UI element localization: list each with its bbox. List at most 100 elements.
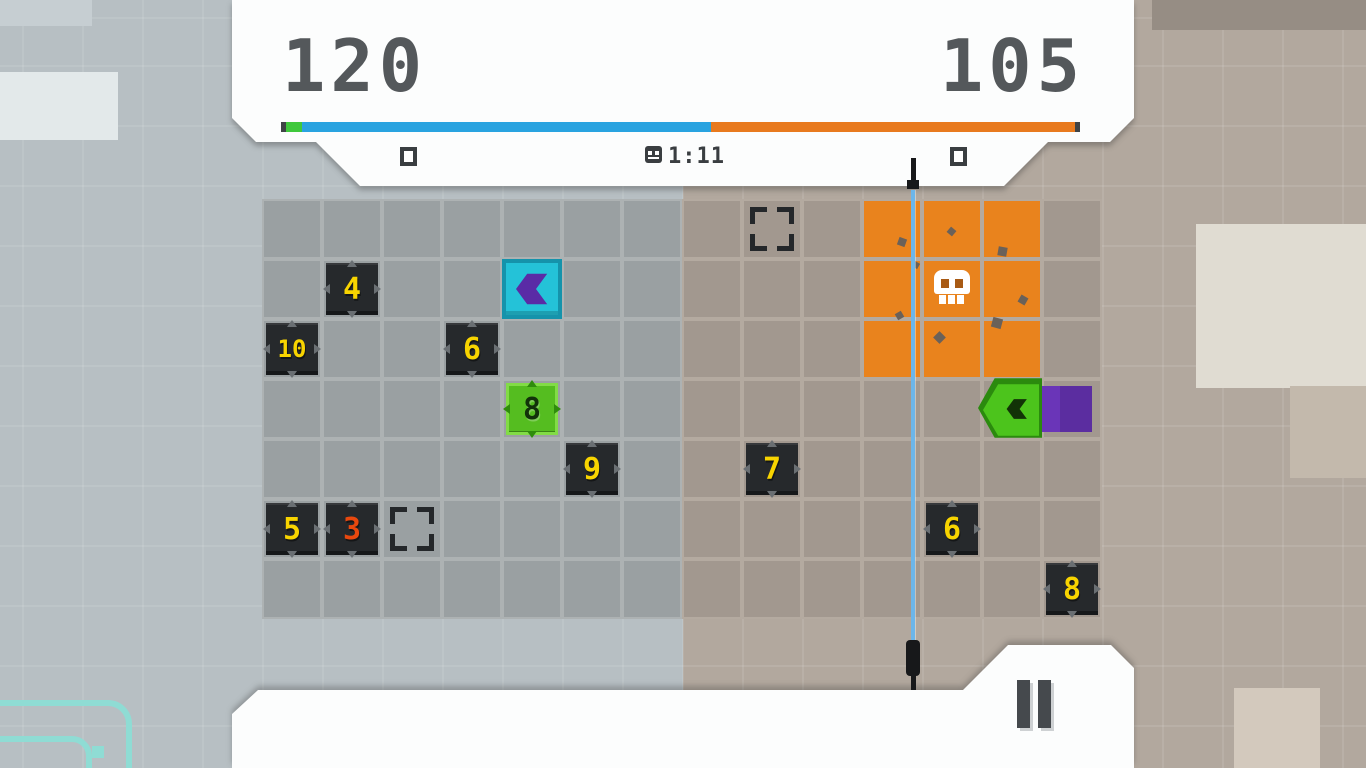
board-cell[interactable] [564,501,620,557]
board-cell[interactable] [564,201,620,257]
board-cell[interactable] [384,381,440,437]
board-cell[interactable] [624,381,680,437]
board-cell[interactable] [744,381,800,437]
board-cell[interactable] [684,501,740,557]
number-tile-7[interactable]: 7 [743,440,801,498]
board-cell[interactable] [864,501,920,557]
bracket-corner [417,534,434,551]
board-cell[interactable] [804,501,860,557]
board-cell[interactable] [804,261,860,317]
number-tile-6[interactable]: 6 [923,500,981,558]
board-cell[interactable] [684,561,740,617]
board-cell[interactable] [264,381,320,437]
board-cell[interactable] [804,441,860,497]
board-cell-captured[interactable] [864,321,920,377]
board-cell[interactable] [384,441,440,497]
number-tile-8[interactable]: 8 [503,380,561,438]
board-cell[interactable] [264,441,320,497]
bracket-corner [750,207,767,224]
board-cell[interactable] [684,321,740,377]
number-tile-9[interactable]: 9 [563,440,621,498]
board-cell[interactable] [564,261,620,317]
tile-number: 9 [582,451,602,487]
board-cell[interactable] [1044,201,1100,257]
board-cell[interactable] [264,561,320,617]
board-cell[interactable] [984,561,1040,617]
board-cell[interactable] [984,501,1040,557]
board-cell[interactable] [444,561,500,617]
board-cell-captured[interactable] [984,261,1040,317]
board-cell[interactable] [444,261,500,317]
board-cell[interactable] [324,381,380,437]
board-cell[interactable] [744,321,800,377]
board-cell[interactable] [444,441,500,497]
board-cell[interactable] [504,441,560,497]
board-cell[interactable] [624,321,680,377]
board-cell[interactable] [444,201,500,257]
green-arrow-unit[interactable] [978,378,1102,439]
board-cell[interactable] [324,561,380,617]
number-tile-8[interactable]: 8 [1043,560,1101,618]
match-timer: 1:11 [668,144,725,169]
board-cell[interactable] [564,561,620,617]
board-cell[interactable] [684,441,740,497]
board-cell[interactable] [264,261,320,317]
board-cell[interactable] [564,381,620,437]
board-cell[interactable] [324,321,380,377]
board-cell[interactable] [324,201,380,257]
board-cell[interactable] [564,321,620,377]
board-cell-captured[interactable] [924,321,980,377]
board-cell[interactable] [384,321,440,377]
board-cell[interactable] [384,561,440,617]
board-cell[interactable] [504,561,560,617]
board-cell[interactable] [684,261,740,317]
board-cell[interactable] [444,381,500,437]
board-cell[interactable] [744,561,800,617]
board-cell-captured[interactable] [864,201,920,257]
board-cell[interactable] [624,561,680,617]
board-cell[interactable] [624,201,680,257]
board-cell[interactable] [744,501,800,557]
board-cell[interactable] [444,501,500,557]
tile-edge-arrow-icon [614,464,626,474]
board-cell[interactable] [1044,261,1100,317]
number-tile-4[interactable]: 4 [323,260,381,318]
board-cell[interactable] [504,501,560,557]
board-cell[interactable] [804,381,860,437]
board-cell-captured[interactable] [864,261,920,317]
board-cell[interactable] [624,501,680,557]
board-cell[interactable] [804,321,860,377]
board-cell[interactable] [1044,321,1100,377]
board-cell[interactable] [624,441,680,497]
number-tile-10[interactable]: 10 [263,320,321,378]
board-cell[interactable] [324,441,380,497]
board-cell[interactable] [1044,441,1100,497]
board-cell[interactable] [804,201,860,257]
board-cell[interactable] [624,261,680,317]
board-cell[interactable] [684,381,740,437]
board-cell[interactable] [924,381,980,437]
board-cell[interactable] [744,261,800,317]
board-cell[interactable] [924,441,980,497]
board-cell[interactable] [984,441,1040,497]
board-cell[interactable] [264,201,320,257]
board-cell[interactable] [864,381,920,437]
board-cell[interactable] [1044,501,1100,557]
board-cell[interactable] [684,201,740,257]
cyan-arrow-unit[interactable] [502,259,562,319]
tile-edge-arrow-icon [287,495,297,507]
board-cell[interactable] [804,561,860,617]
board-cell[interactable] [384,261,440,317]
number-tile-5[interactable]: 5 [263,500,321,558]
board-cell-captured[interactable] [984,321,1040,377]
board-cell[interactable] [504,201,560,257]
board-cell[interactable] [504,321,560,377]
board-cell[interactable] [384,201,440,257]
number-tile-3[interactable]: 3 [323,500,381,558]
pause-button[interactable] [1014,678,1062,732]
board-cell[interactable] [864,561,920,617]
board-cell-captured[interactable] [984,201,1040,257]
number-tile-6[interactable]: 6 [443,320,501,378]
board-cell[interactable] [864,441,920,497]
board-cell[interactable] [924,561,980,617]
